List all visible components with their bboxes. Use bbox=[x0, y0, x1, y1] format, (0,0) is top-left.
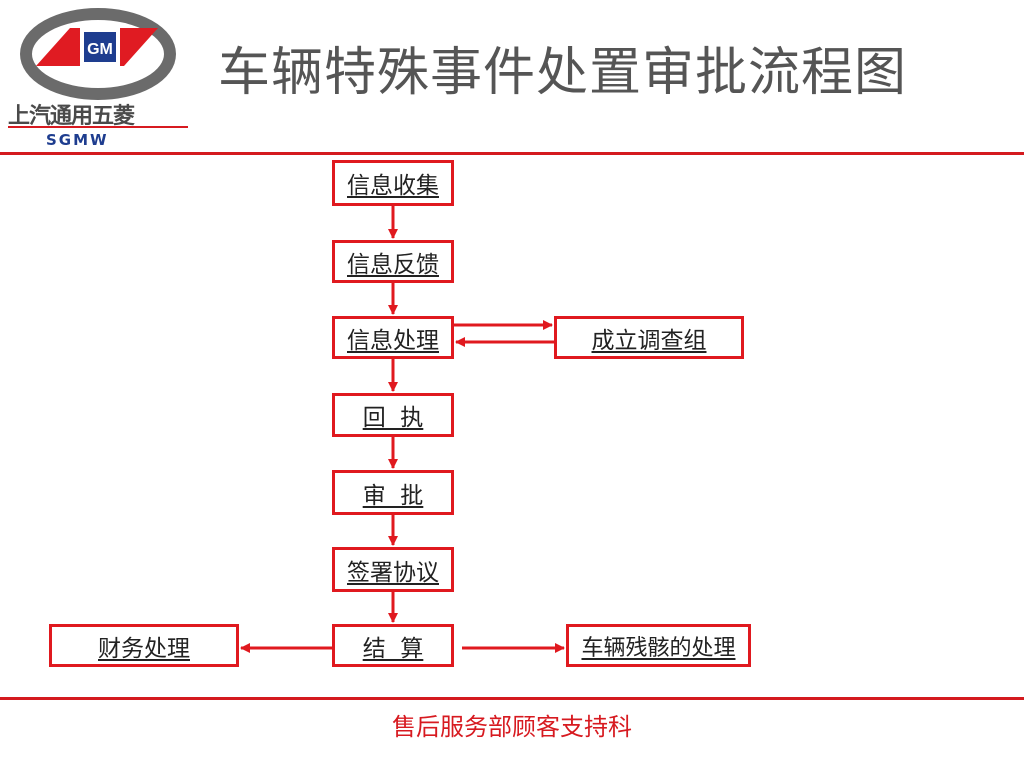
node-info-feedback: 信息反馈 bbox=[332, 240, 454, 283]
node-label: 财务处理 bbox=[98, 635, 190, 662]
node-settlement: 结 算 bbox=[332, 624, 454, 667]
company-name-cn: 上汽通用五菱 bbox=[8, 104, 135, 129]
node-info-collect: 信息收集 bbox=[332, 160, 454, 206]
bottom-divider bbox=[0, 697, 1024, 700]
node-approval: 审 批 bbox=[332, 470, 454, 515]
top-divider bbox=[0, 152, 1024, 155]
node-label: 结 算 bbox=[362, 635, 424, 662]
node-investigation-team: 成立调查组 bbox=[554, 316, 744, 359]
node-sign-agreement: 签署协议 bbox=[332, 547, 454, 592]
company-logo: GM bbox=[8, 6, 193, 151]
page-title: 车辆特殊事件处置审批流程图 bbox=[218, 43, 908, 103]
node-label: 签署协议 bbox=[347, 559, 439, 586]
node-info-process: 信息处理 bbox=[332, 316, 454, 359]
gm-emblem-icon: GM bbox=[20, 8, 176, 100]
gm-emblem-text: GM bbox=[87, 41, 113, 58]
company-name-en: SGMW bbox=[46, 131, 109, 149]
node-label: 信息收集 bbox=[347, 173, 439, 199]
node-wreck-handling: 车辆残骸的处理 bbox=[566, 624, 751, 667]
footer-department: 售后服务部顾客支持科 bbox=[392, 713, 632, 741]
node-label: 回 执 bbox=[362, 405, 424, 431]
node-label: 信息反馈 bbox=[347, 251, 439, 278]
node-finance: 财务处理 bbox=[49, 624, 239, 667]
logo-divider bbox=[8, 126, 188, 128]
node-label: 审 批 bbox=[362, 482, 424, 509]
node-receipt: 回 执 bbox=[332, 393, 454, 437]
node-label: 车辆残骸的处理 bbox=[581, 635, 736, 661]
node-label: 成立调查组 bbox=[591, 327, 707, 354]
node-label: 信息处理 bbox=[347, 327, 439, 354]
